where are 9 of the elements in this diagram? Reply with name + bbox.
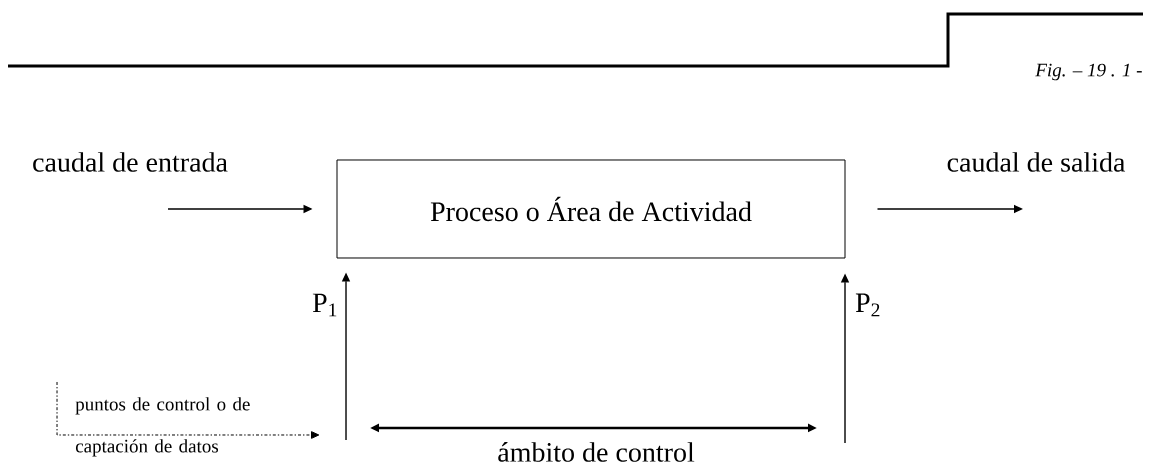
dimension-label: ámbito de control [498, 442, 695, 462]
note-text: puntos de control o de captación de datos [75, 397, 250, 457]
figure-number: Fig. – 19 . 1 - [1035, 63, 1142, 81]
edge-label: caudal de salida [947, 152, 1126, 172]
edge-label: caudal de entrada [33, 152, 228, 172]
process-box: Proceso o Área de Actividad [336, 159, 846, 259]
arrow [56, 381, 320, 439]
edge-label: P$_{2}$ [855, 293, 880, 317]
edge-label: P$_{1}$ [312, 293, 337, 317]
